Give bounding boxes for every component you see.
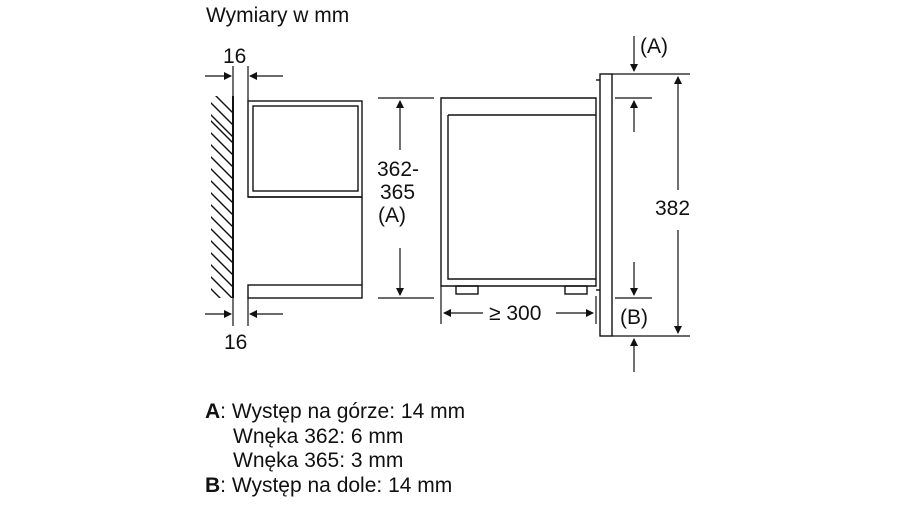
legend-a-line2: Wnęka 362: 6 mm: [233, 424, 404, 448]
legend-b-key: B: [205, 473, 221, 497]
dimension-16-bottom-label: 16: [224, 331, 247, 354]
callout-b-arrows: [615, 262, 652, 372]
niche-height-label-3: (A): [378, 204, 406, 227]
dimension-niche-height: [378, 97, 434, 299]
legend-a-line3: Wnęka 365: 3 mm: [233, 449, 404, 472]
legend-b-text: : Występ na dole: 14 mm: [220, 473, 453, 497]
niche-height-label-2: 365: [380, 181, 415, 204]
dimension-16-top: [205, 66, 283, 101]
front-panel: [596, 73, 613, 337]
dimension-16-bottom: [205, 298, 283, 326]
dimension-16-top-label: 16: [223, 45, 246, 68]
depth-label: ≥ 300: [489, 302, 541, 325]
legend-a-key: A: [205, 400, 221, 423]
legend-b-row: B: Występ na dole: 14 mm: [205, 474, 465, 499]
appliance-body: [440, 97, 597, 295]
legend: A: Występ na górze: 14 mm Wnęka 362: 6 m…: [205, 400, 465, 498]
page-title: Wymiary w mm: [206, 4, 350, 27]
callout-b-label: (B): [620, 306, 648, 329]
legend-a-text: : Występ na górze: 14 mm: [220, 400, 466, 423]
cabinet-side-view: [247, 100, 363, 299]
overall-height-label: 382: [655, 197, 690, 220]
callout-a-arrows: [615, 36, 652, 132]
wall-hatching: [211, 96, 233, 298]
legend-a-row: A: Występ na górze: 14 mm: [205, 400, 465, 425]
niche-height-label-1: 362-: [377, 158, 419, 181]
dimension-depth: [440, 286, 597, 324]
dimension-overall-height: [612, 73, 690, 337]
callout-a-label: (A): [640, 35, 668, 58]
